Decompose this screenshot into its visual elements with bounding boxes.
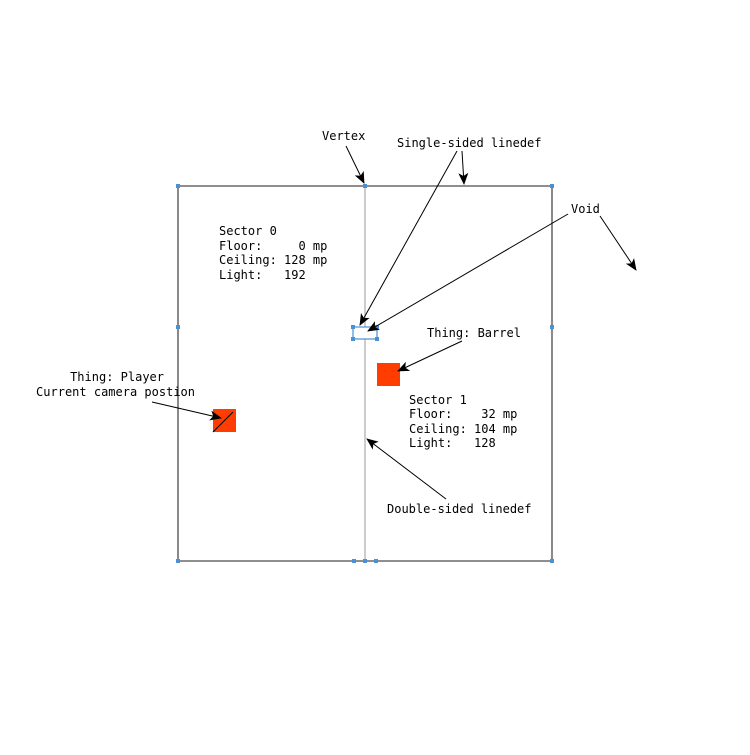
arrow-barrel: [397, 340, 463, 372]
void-box: [352, 326, 378, 340]
sector0-light: Light: 192: [219, 268, 306, 282]
thing-barrel: [377, 363, 400, 386]
label-double-sided: Double-sided linedef: [387, 502, 532, 516]
vertex-point: [176, 184, 180, 188]
label-camera-position: Current camera postion: [36, 385, 195, 399]
vertex-point: [550, 184, 554, 188]
sector0-title: Sector 0: [219, 224, 277, 238]
sector0-info: Sector 0 Floor: 0 mp Ceiling: 128 mp Lig…: [219, 224, 327, 282]
vertex-point: [176, 559, 180, 563]
vertex-point: [374, 559, 378, 563]
arrow-vertex: [345, 145, 365, 184]
vertex-point: [550, 559, 554, 563]
label-void: Void: [571, 202, 600, 216]
arrow-single-sided-top: [458, 150, 469, 185]
arrow-single-sided-void: [359, 150, 458, 326]
vertex-point: [363, 184, 367, 188]
vertex-point: [351, 325, 355, 329]
vertex-point: [176, 325, 180, 329]
arrow-player: [151, 401, 222, 421]
arrow-void-outside: [599, 215, 637, 271]
arrow-double-sided: [366, 438, 447, 500]
sector1-light: Light: 128: [409, 436, 496, 450]
sector0-floor: Floor: 0 mp: [219, 239, 327, 253]
label-thing-player: Thing: Player: [70, 370, 164, 384]
sector1-info: Sector 1 Floor: 32 mp Ceiling: 104 mp Li…: [409, 393, 517, 450]
annotation-arrows: [151, 145, 637, 500]
sector1-ceiling: Ceiling: 104 mp: [409, 422, 517, 436]
label-thing-barrel: Thing: Barrel: [427, 326, 521, 340]
sector1-title: Sector 1: [409, 393, 467, 407]
label-single-sided: Single-sided linedef: [397, 136, 542, 150]
vertex-point: [352, 559, 356, 563]
vertex-point: [351, 337, 355, 341]
arrow-void-box: [367, 213, 569, 332]
arrow-player-heading: [212, 411, 234, 433]
vertex-point: [375, 337, 379, 341]
vertex-point: [550, 325, 554, 329]
sector0-ceiling: Ceiling: 128 mp: [219, 253, 327, 267]
label-vertex: Vertex: [322, 129, 365, 143]
sector1-floor: Floor: 32 mp: [409, 407, 517, 421]
vertex-point: [363, 559, 367, 563]
